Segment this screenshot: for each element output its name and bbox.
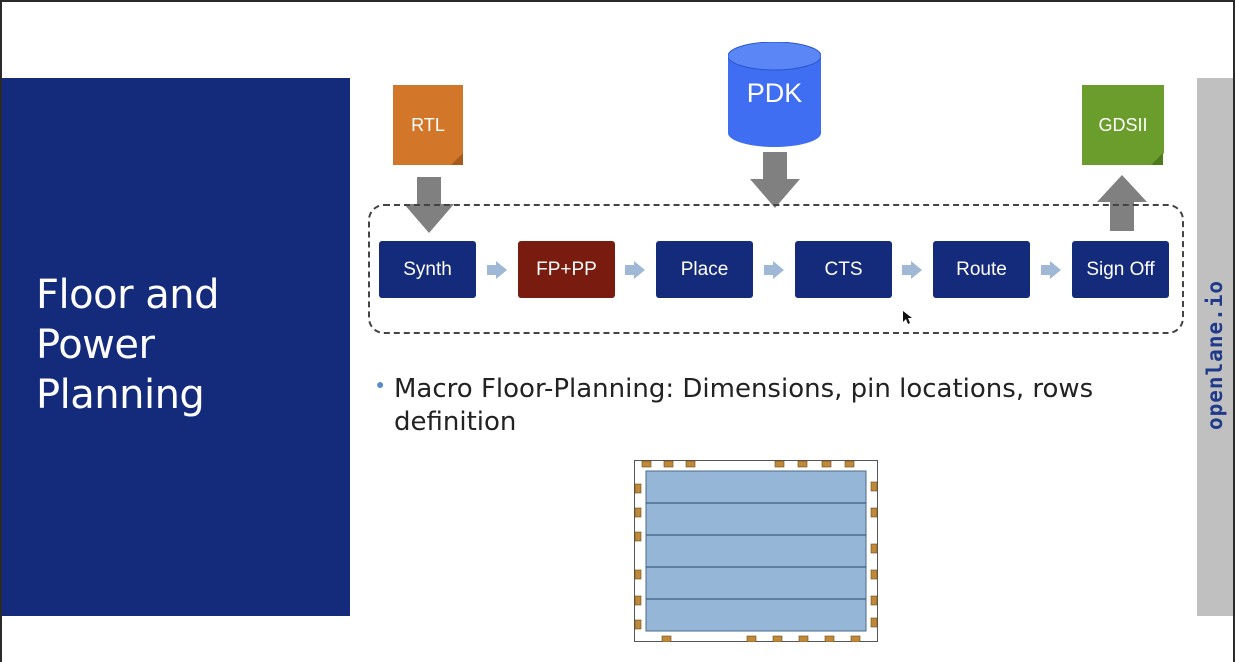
chevron-right-icon: [764, 261, 784, 279]
io-pin: [798, 635, 809, 642]
io-pin: [634, 483, 642, 494]
bullet-marker: ●: [376, 376, 385, 392]
io-pin: [870, 481, 878, 492]
window-frame-top: [0, 0, 1235, 2]
slide-title: Floor and Power Planning: [36, 270, 219, 420]
io-pin: [824, 635, 835, 642]
chevron-right-icon: [625, 261, 645, 279]
io-pin: [685, 460, 696, 468]
io-pin: [870, 595, 878, 606]
io-pin: [634, 531, 642, 542]
pdk-label: PDK: [746, 78, 803, 108]
title-line-3: Planning: [36, 372, 205, 418]
step-sign-off-label: Sign Off: [1086, 258, 1155, 280]
window-frame-left: [0, 0, 2, 662]
io-pin: [774, 460, 785, 468]
core-area: [645, 470, 867, 632]
io-pin: [663, 460, 674, 468]
rtl-label: RTL: [411, 114, 445, 135]
step-place: Place: [656, 241, 753, 298]
io-pin: [634, 619, 642, 630]
step-synth-label: Synth: [403, 258, 452, 280]
io-pin: [844, 460, 855, 468]
floorplan-diagram: [634, 460, 878, 642]
io-pin: [850, 635, 861, 642]
rtl-fold-icon: [451, 153, 463, 165]
gdsii-label: GDSII: [1098, 114, 1148, 135]
title-line-2: Power: [36, 322, 155, 368]
io-pin: [634, 595, 642, 606]
io-pin: [797, 460, 808, 468]
title-line-1: Floor and: [36, 272, 219, 318]
io-pin: [634, 569, 642, 580]
pdk-arrow-down-icon: [750, 152, 800, 208]
step-fp-pp-label: FP+PP: [536, 258, 597, 280]
gdsii-fold-icon: [1151, 153, 1163, 165]
io-pin: [870, 543, 878, 554]
io-pin: [870, 569, 878, 580]
chevron-right-icon: [902, 261, 922, 279]
step-cts-label: CTS: [824, 258, 863, 280]
flow-container: [368, 204, 1184, 334]
pdk-database-icon: [728, 42, 821, 147]
chevron-right-icon: [487, 261, 507, 279]
step-place-label: Place: [680, 258, 729, 280]
window-frame-right: [1233, 0, 1235, 662]
io-pin: [821, 460, 832, 468]
chevron-right-icon: [1041, 261, 1061, 279]
rtl-document: RTL: [393, 85, 463, 165]
title-panel: [2, 78, 350, 616]
step-synth: Synth: [379, 241, 476, 298]
io-pin: [661, 635, 672, 642]
io-pin: [746, 635, 757, 642]
gdsii-document: GDSII: [1082, 85, 1164, 165]
io-pin: [772, 635, 783, 642]
io-pin: [870, 617, 878, 628]
gdsii-arrow-up-icon: [1097, 175, 1147, 231]
step-sign-off: Sign Off: [1072, 241, 1169, 298]
step-fp-pp: FP+PP: [518, 241, 615, 298]
step-cts: CTS: [795, 241, 892, 298]
io-pin: [870, 507, 878, 518]
step-route: Route: [933, 241, 1030, 298]
brand-label: openlane.io: [1203, 279, 1227, 431]
io-pin: [641, 460, 652, 468]
step-route-label: Route: [956, 258, 1007, 280]
bullet-text: Macro Floor-Planning: Dimensions, pin lo…: [394, 374, 1094, 437]
io-pin: [634, 507, 642, 518]
brand-band: [1197, 78, 1233, 616]
mouse-cursor-icon: [903, 311, 912, 324]
